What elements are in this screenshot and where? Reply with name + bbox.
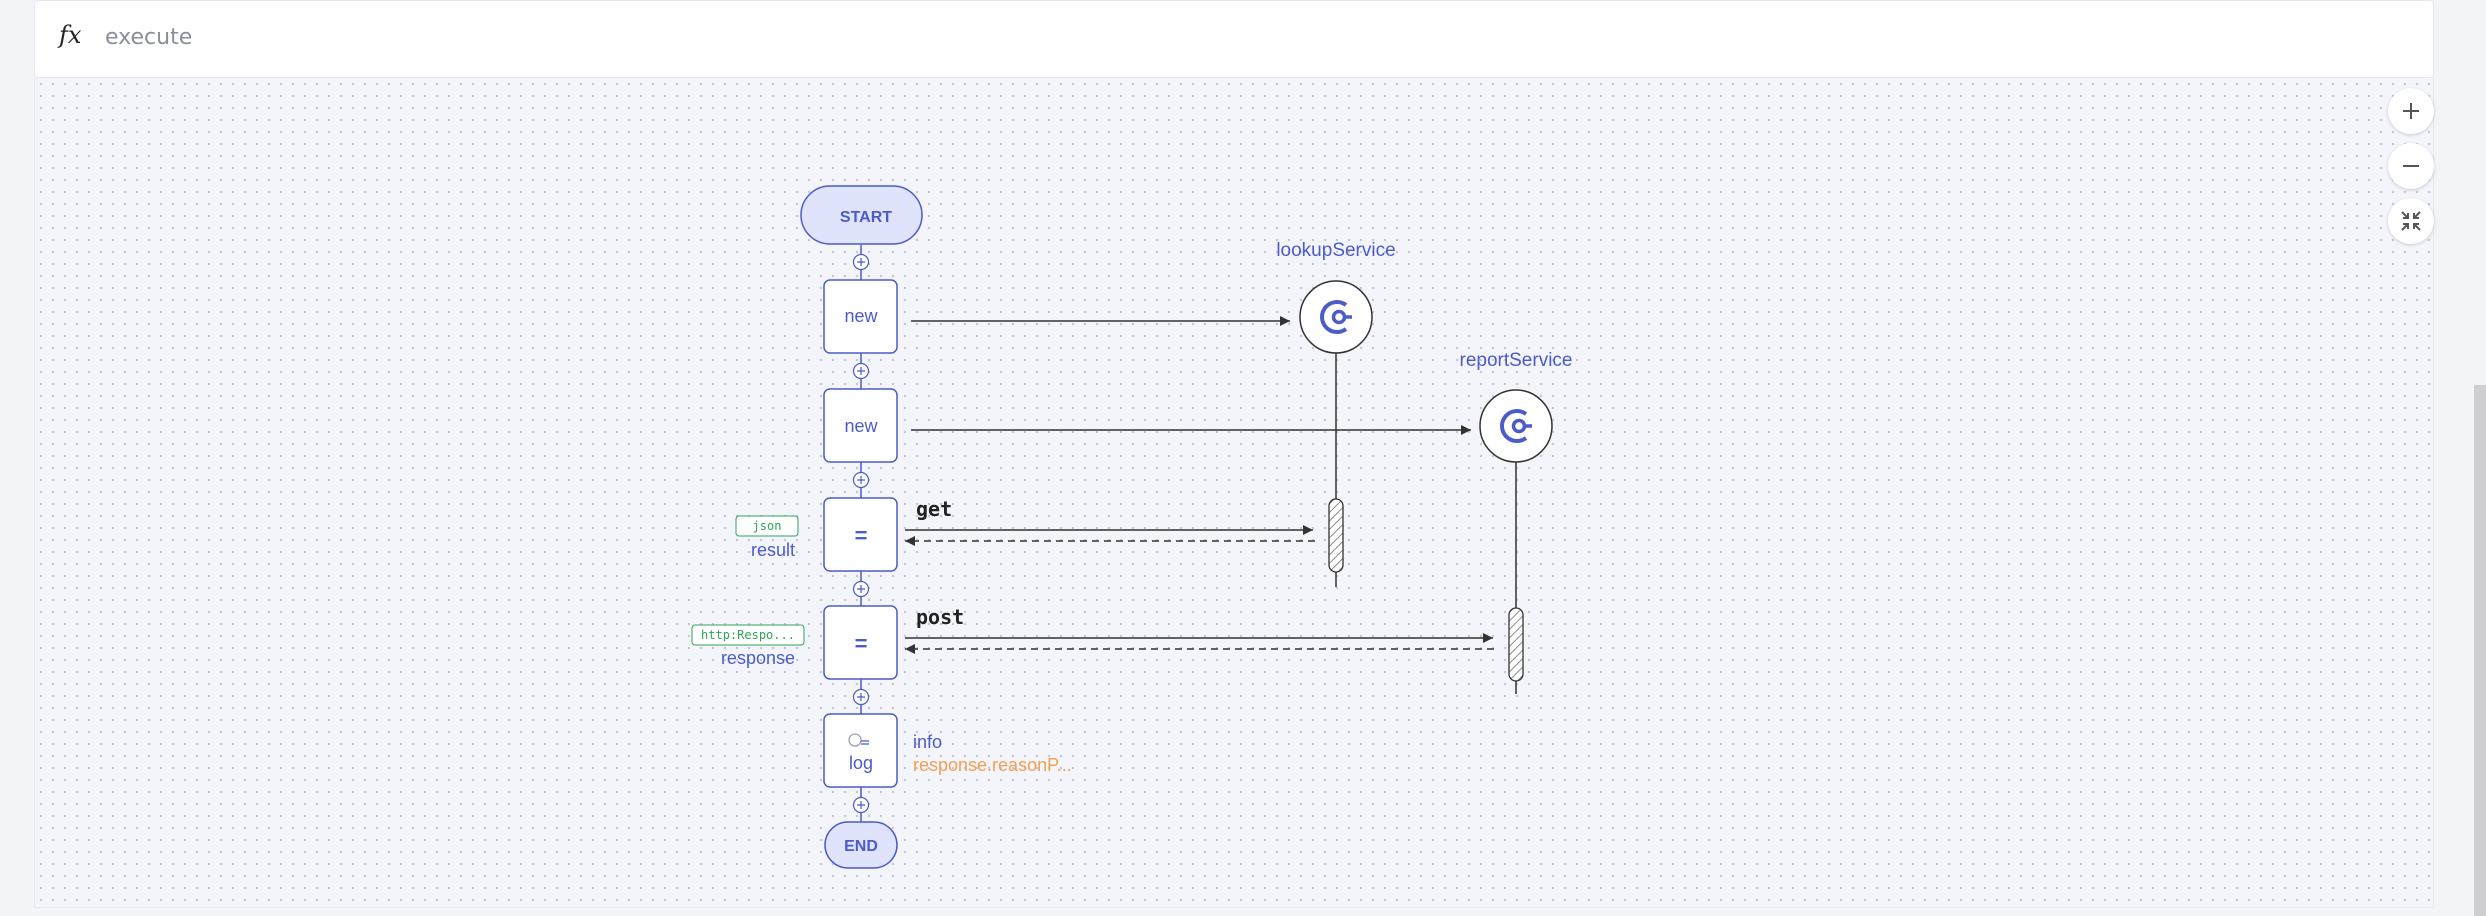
- add-step-button[interactable]: [852, 796, 870, 814]
- node-label: =: [855, 523, 868, 548]
- add-step-button[interactable]: [852, 362, 870, 380]
- plus-icon: [2403, 103, 2419, 119]
- participant-report-service[interactable]: reportService: [1460, 350, 1573, 463]
- fit-to-screen-button[interactable]: [2388, 198, 2434, 244]
- add-step-button[interactable]: [852, 471, 870, 489]
- participant-name: reportService: [1460, 350, 1573, 371]
- connector-icon: [1500, 409, 1532, 443]
- type-tag: http:Respo...: [691, 624, 805, 646]
- variable-name: result: [751, 540, 795, 560]
- log-node[interactable]: log: [823, 713, 898, 788]
- vertical-scrollbar[interactable]: [2474, 385, 2486, 916]
- participant-name: lookupService: [1276, 240, 1395, 261]
- add-step-button[interactable]: [852, 688, 870, 706]
- node-label: new: [844, 306, 878, 326]
- function-header: fx execute: [34, 0, 2434, 78]
- node-label: new: [844, 416, 878, 436]
- zoom-in-button[interactable]: [2388, 88, 2434, 134]
- connector-icon: [1320, 300, 1352, 334]
- new-node[interactable]: new: [823, 279, 898, 354]
- start-label: START: [840, 209, 892, 226]
- activation-bar: [1328, 498, 1344, 573]
- fx-icon: fx: [59, 21, 82, 49]
- participant-lookup-service[interactable]: lookupService: [1276, 240, 1396, 354]
- log-expression: response.reasonP...: [913, 755, 1072, 775]
- start-node[interactable]: START: [800, 185, 923, 245]
- assignment-node[interactable]: =: [823, 497, 898, 572]
- add-step-button[interactable]: [852, 253, 870, 271]
- end-node[interactable]: END: [824, 821, 898, 869]
- minus-icon: [2403, 165, 2419, 167]
- node-label: =: [855, 631, 868, 656]
- compress-icon: [2401, 211, 2421, 231]
- new-node[interactable]: new: [823, 388, 898, 463]
- action-label: get: [916, 497, 952, 521]
- type-tag: json: [735, 515, 799, 537]
- node-label: log: [849, 753, 873, 773]
- diagram-canvas[interactable]: [34, 78, 2434, 908]
- add-step-button[interactable]: [852, 580, 870, 598]
- action-label: post: [916, 605, 964, 629]
- svg-text:http:Respo...: http:Respo...: [701, 628, 795, 642]
- function-name: execute: [105, 25, 193, 50]
- log-level: info: [913, 732, 942, 752]
- assignment-node[interactable]: =: [823, 605, 898, 680]
- svg-text:json: json: [753, 519, 782, 533]
- variable-name: response: [721, 648, 795, 668]
- end-label: END: [844, 838, 878, 855]
- log-icon: [848, 733, 869, 747]
- activation-bar: [1508, 607, 1524, 682]
- zoom-out-button[interactable]: [2388, 143, 2434, 189]
